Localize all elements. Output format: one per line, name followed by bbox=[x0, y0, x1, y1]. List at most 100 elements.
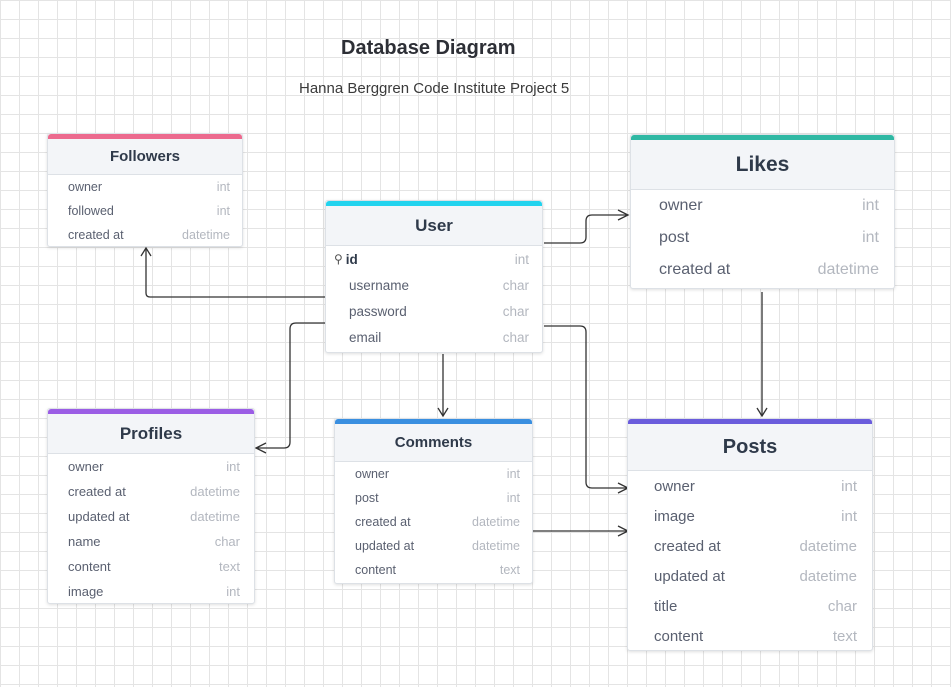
field-type: datetime bbox=[182, 228, 230, 242]
field-type: char bbox=[827, 597, 857, 615]
field-row: owner int bbox=[335, 462, 532, 486]
field-type: int bbox=[226, 584, 240, 599]
field-row: post int bbox=[335, 486, 532, 510]
field-row: username char bbox=[326, 272, 542, 298]
entity-title: Posts bbox=[628, 424, 872, 471]
field-type: char bbox=[502, 329, 529, 345]
field-row: updated at datetime bbox=[48, 504, 254, 529]
field-type: text bbox=[832, 627, 857, 645]
field-name: username bbox=[349, 277, 410, 293]
field-type: datetime bbox=[799, 567, 857, 585]
field-name: post bbox=[659, 229, 690, 246]
field-row: content text bbox=[48, 554, 254, 579]
field-name: owner bbox=[659, 197, 703, 214]
field-row: owner int bbox=[48, 175, 242, 199]
entity-profiles[interactable]: Profiles owner int created at datetime u… bbox=[47, 408, 255, 604]
entity-color-bar bbox=[326, 201, 542, 206]
field-type: int bbox=[862, 229, 879, 246]
entity-comments[interactable]: Comments owner int post int created at d… bbox=[334, 418, 533, 584]
entity-posts[interactable]: Posts owner int image int created at dat… bbox=[627, 418, 873, 651]
entity-likes[interactable]: Likes owner int post int created at date… bbox=[630, 134, 895, 289]
field-name: updated at bbox=[68, 509, 130, 524]
field-name: content bbox=[654, 627, 704, 645]
field-row: image int bbox=[628, 501, 872, 531]
field-row: updated at datetime bbox=[335, 534, 532, 558]
field-row: owner int bbox=[631, 190, 894, 222]
field-type: int bbox=[216, 204, 230, 218]
field-type: int bbox=[216, 180, 230, 194]
field-row: created at datetime bbox=[631, 254, 894, 286]
entity-color-bar bbox=[335, 419, 532, 424]
field-name: image bbox=[68, 584, 104, 599]
field-name: followed bbox=[68, 204, 114, 218]
field-row: post int bbox=[631, 222, 894, 254]
field-name: name bbox=[68, 534, 101, 549]
field-row: created at datetime bbox=[48, 479, 254, 504]
field-name: content bbox=[355, 563, 397, 577]
entity-user[interactable]: User ⚲ id int username char password cha… bbox=[325, 200, 543, 353]
connector-user-followers bbox=[145, 248, 326, 298]
entity-title: Likes bbox=[631, 140, 894, 190]
field-type: datetime bbox=[817, 261, 879, 278]
entity-color-bar bbox=[48, 409, 254, 414]
field-type: int bbox=[841, 507, 857, 525]
entity-color-bar bbox=[48, 134, 242, 139]
crowfoot-posts-likes bbox=[756, 407, 768, 418]
field-name: created at bbox=[68, 484, 126, 499]
entity-followers[interactable]: Followers owner int followed int created… bbox=[47, 133, 243, 247]
field-row: content text bbox=[628, 621, 872, 651]
field-row: followed int bbox=[48, 199, 242, 223]
field-row: email char bbox=[326, 324, 542, 350]
field-name: owner bbox=[355, 467, 390, 481]
field-type: int bbox=[514, 251, 529, 267]
connector-user-likes bbox=[544, 214, 628, 244]
entity-title: User bbox=[326, 206, 542, 246]
crowfoot-followers bbox=[140, 246, 152, 257]
field-type: text bbox=[219, 559, 240, 574]
field-name: id bbox=[345, 251, 358, 267]
entity-color-bar bbox=[628, 419, 872, 424]
crowfoot-profiles bbox=[254, 442, 267, 454]
field-type: char bbox=[214, 534, 240, 549]
field-name: title bbox=[654, 597, 678, 615]
field-type: char bbox=[502, 277, 529, 293]
entity-title: Profiles bbox=[48, 414, 254, 454]
field-row: owner int bbox=[48, 454, 254, 479]
field-name: updated at bbox=[355, 539, 415, 553]
field-type: int bbox=[506, 491, 520, 505]
field-row: password char bbox=[326, 298, 542, 324]
field-name: created at bbox=[355, 515, 411, 529]
field-name: content bbox=[68, 559, 111, 574]
field-row: image int bbox=[48, 579, 254, 604]
entity-title: Comments bbox=[335, 424, 532, 462]
field-name: post bbox=[355, 491, 379, 505]
field-type: text bbox=[499, 563, 520, 577]
field-row: updated at datetime bbox=[628, 561, 872, 591]
field-name: updated at bbox=[654, 567, 725, 585]
field-type: int bbox=[862, 197, 879, 214]
field-type: int bbox=[506, 467, 520, 481]
field-row-pk: ⚲ id int bbox=[326, 246, 542, 272]
field-row: name char bbox=[48, 529, 254, 554]
field-type: int bbox=[226, 459, 240, 474]
entity-color-bar bbox=[631, 135, 894, 140]
field-type: datetime bbox=[472, 515, 520, 529]
diagram-subtitle: Hanna Berggren Code Institute Project 5 bbox=[299, 80, 570, 97]
field-row: title char bbox=[628, 591, 872, 621]
crowfoot-likes bbox=[617, 209, 630, 221]
field-name: owner bbox=[68, 180, 103, 194]
field-type: datetime bbox=[190, 509, 240, 524]
connector-user-profiles bbox=[256, 322, 326, 449]
field-name: password bbox=[349, 303, 407, 319]
field-type: datetime bbox=[799, 537, 857, 555]
field-name: image bbox=[654, 507, 695, 525]
crowfoot-comments bbox=[437, 407, 449, 418]
field-type: datetime bbox=[472, 539, 520, 553]
field-row: owner int bbox=[628, 471, 872, 501]
connector-user-posts bbox=[544, 325, 628, 489]
field-name: owner bbox=[654, 477, 695, 495]
field-name: created at bbox=[654, 537, 721, 555]
field-row: created at datetime bbox=[335, 510, 532, 534]
field-name: created at bbox=[659, 261, 731, 278]
